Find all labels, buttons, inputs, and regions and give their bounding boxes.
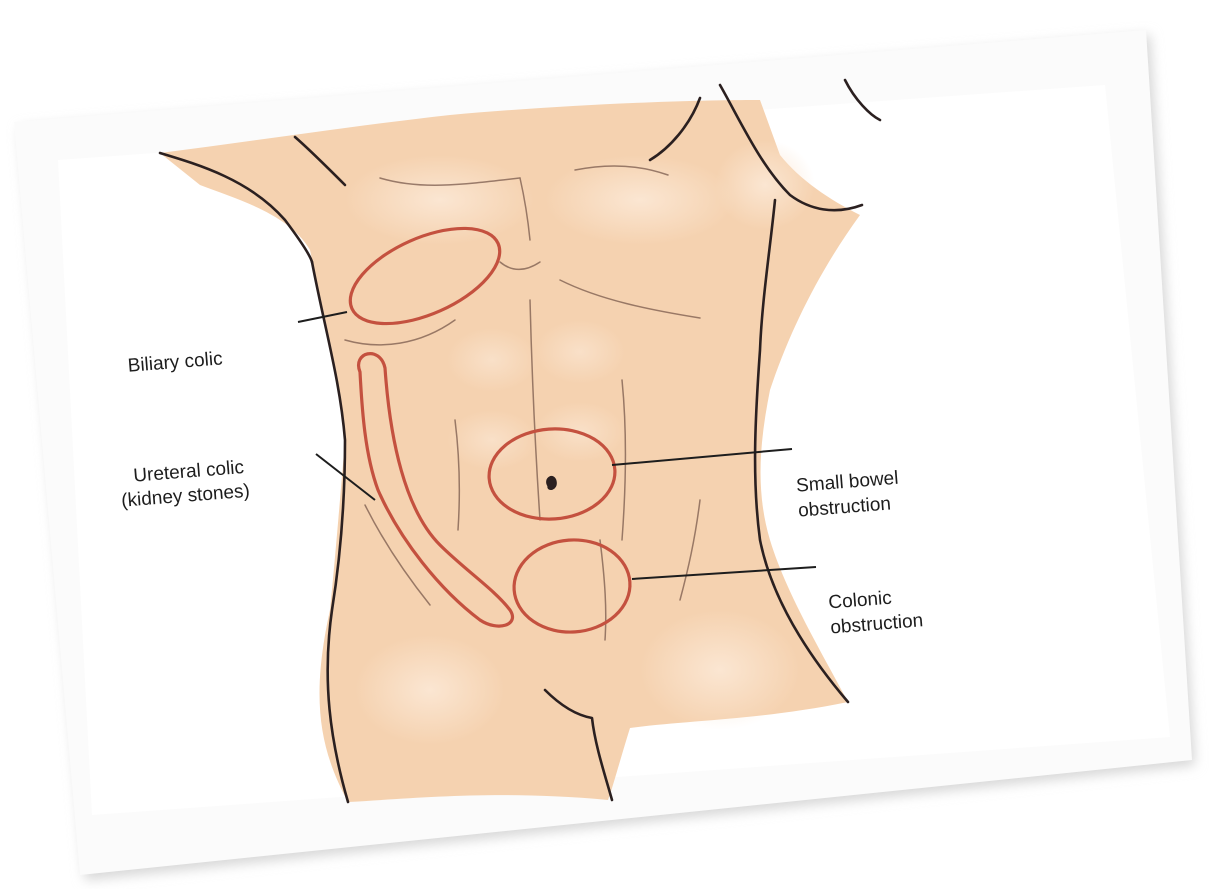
navel bbox=[547, 477, 557, 490]
thigh-highlight-right bbox=[640, 610, 800, 730]
ab-highlight-2 bbox=[535, 320, 625, 384]
ab-highlight-1 bbox=[447, 328, 537, 392]
thigh-highlight-left bbox=[355, 635, 505, 745]
shoulder-highlight-right bbox=[715, 140, 815, 230]
